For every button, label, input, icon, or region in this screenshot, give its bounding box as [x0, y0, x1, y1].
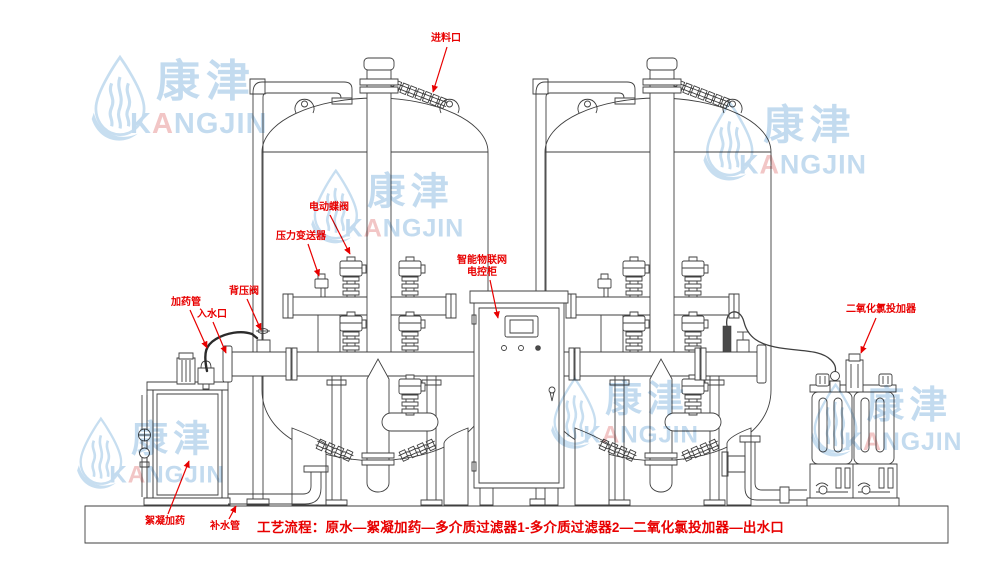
back-pressure-valve	[205, 329, 270, 372]
flocculant-dosing-skid	[139, 353, 231, 505]
label-flocculant-dosing: 絮凝加药	[145, 516, 185, 527]
clo2-injector	[846, 354, 863, 392]
label-clo2-feeder: 二氧化氯投加器	[846, 304, 916, 315]
iot-control-cabinet	[470, 291, 568, 505]
sight-window	[861, 398, 869, 452]
label-iot-cabinet-line1: 智能物联网	[457, 255, 507, 266]
label-feed-inlet: 进料口	[431, 33, 461, 44]
mixer-motor	[177, 353, 195, 384]
hose-pump-fitting	[830, 372, 840, 393]
cabinet-display-screen	[505, 316, 538, 337]
makeup-water-pipe	[228, 466, 328, 504]
annotation-arrows	[168, 47, 876, 519]
dosing-pump	[198, 361, 214, 389]
indicator-light	[536, 346, 541, 351]
indicator-light	[519, 346, 524, 351]
skid-side-pipe	[139, 395, 151, 497]
label-iot-cabinet: 智能物联网 电控柜	[448, 255, 516, 279]
label-electric-butterfly-valve: 电动蝶阀	[309, 202, 349, 213]
label-back-pressure-valve: 背压阀	[229, 286, 259, 297]
outlet-pipe	[722, 436, 807, 503]
label-water-inlet: 入水口	[197, 309, 227, 320]
clo2-injection-point	[695, 326, 766, 383]
label-dosing-pipe: 加药管	[171, 297, 201, 308]
multimedia-filter-1	[223, 58, 488, 505]
label-makeup-water-pipe: 补水管	[210, 521, 240, 532]
label-pressure-transmitter: 压力变送器	[276, 231, 326, 242]
base-slab	[85, 506, 948, 543]
indicator-light	[502, 346, 507, 351]
clo2-dosing-skid	[727, 312, 899, 506]
label-iot-cabinet-line2: 电控柜	[467, 266, 497, 278]
process-flow-text: 工艺流程：原水—絮凝加药—多介质过滤器1-多介质过滤器2—二氧化氯投加器—出水口	[257, 520, 785, 535]
sight-window	[876, 398, 884, 452]
